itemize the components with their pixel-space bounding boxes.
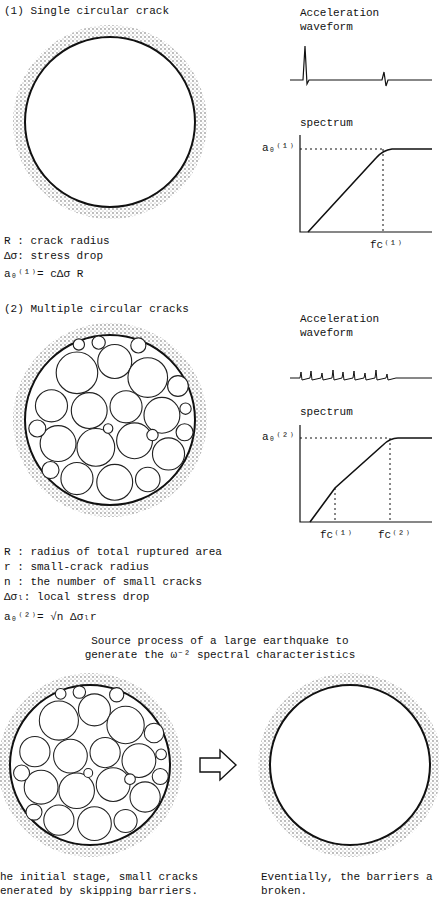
axis-value: fc⁽¹⁾: [370, 238, 403, 252]
formula: a₀⁽¹⁾= cΔσ R: [4, 267, 83, 281]
figure-heading: Source process of a large earthquake to …: [70, 634, 370, 662]
single-crack: [13, 25, 207, 219]
spectrum-1: [300, 135, 432, 232]
legend-note: r : small-crack radius: [4, 560, 149, 574]
spectrum-2: [300, 425, 432, 522]
legend-note: Δσ: stress drop: [4, 249, 103, 263]
initial-stage: [0, 673, 182, 857]
panel-heading: spectrum: [300, 405, 353, 419]
legend-note: Δσₗ: local stress drop: [4, 590, 149, 604]
axis-value: fc⁽¹⁾: [320, 528, 353, 542]
legend-note: n : the number of small cracks: [4, 575, 202, 589]
waveform-2: [290, 370, 432, 380]
final-stage: [258, 673, 439, 857]
waveform-1: [290, 46, 432, 86]
legend-note: R : radius of total ruptured area: [4, 545, 222, 559]
stage-caption: he initial stage, small cracks enerated …: [0, 870, 202, 898]
panel-heading: Acceleration waveform: [300, 312, 392, 340]
hollow-arrow: [200, 750, 236, 780]
legend-note: R : crack radius: [4, 234, 110, 248]
stage-caption: Eventially, the barriers a broken.: [261, 870, 437, 898]
section-title: (1) Single circular crack: [4, 4, 169, 18]
axis-value: fc⁽²⁾: [378, 528, 411, 542]
multiple-cracks: [13, 323, 207, 517]
axis-value: a₀⁽¹⁾: [262, 141, 295, 155]
formula: a₀⁽²⁾= √n Δσₗr: [4, 610, 96, 624]
panel-heading: Acceleration waveform: [300, 6, 392, 34]
section-title: (2) Multiple circular cracks: [4, 302, 189, 316]
axis-value: a₀⁽²⁾: [262, 430, 295, 444]
panel-heading: spectrum: [300, 116, 353, 130]
